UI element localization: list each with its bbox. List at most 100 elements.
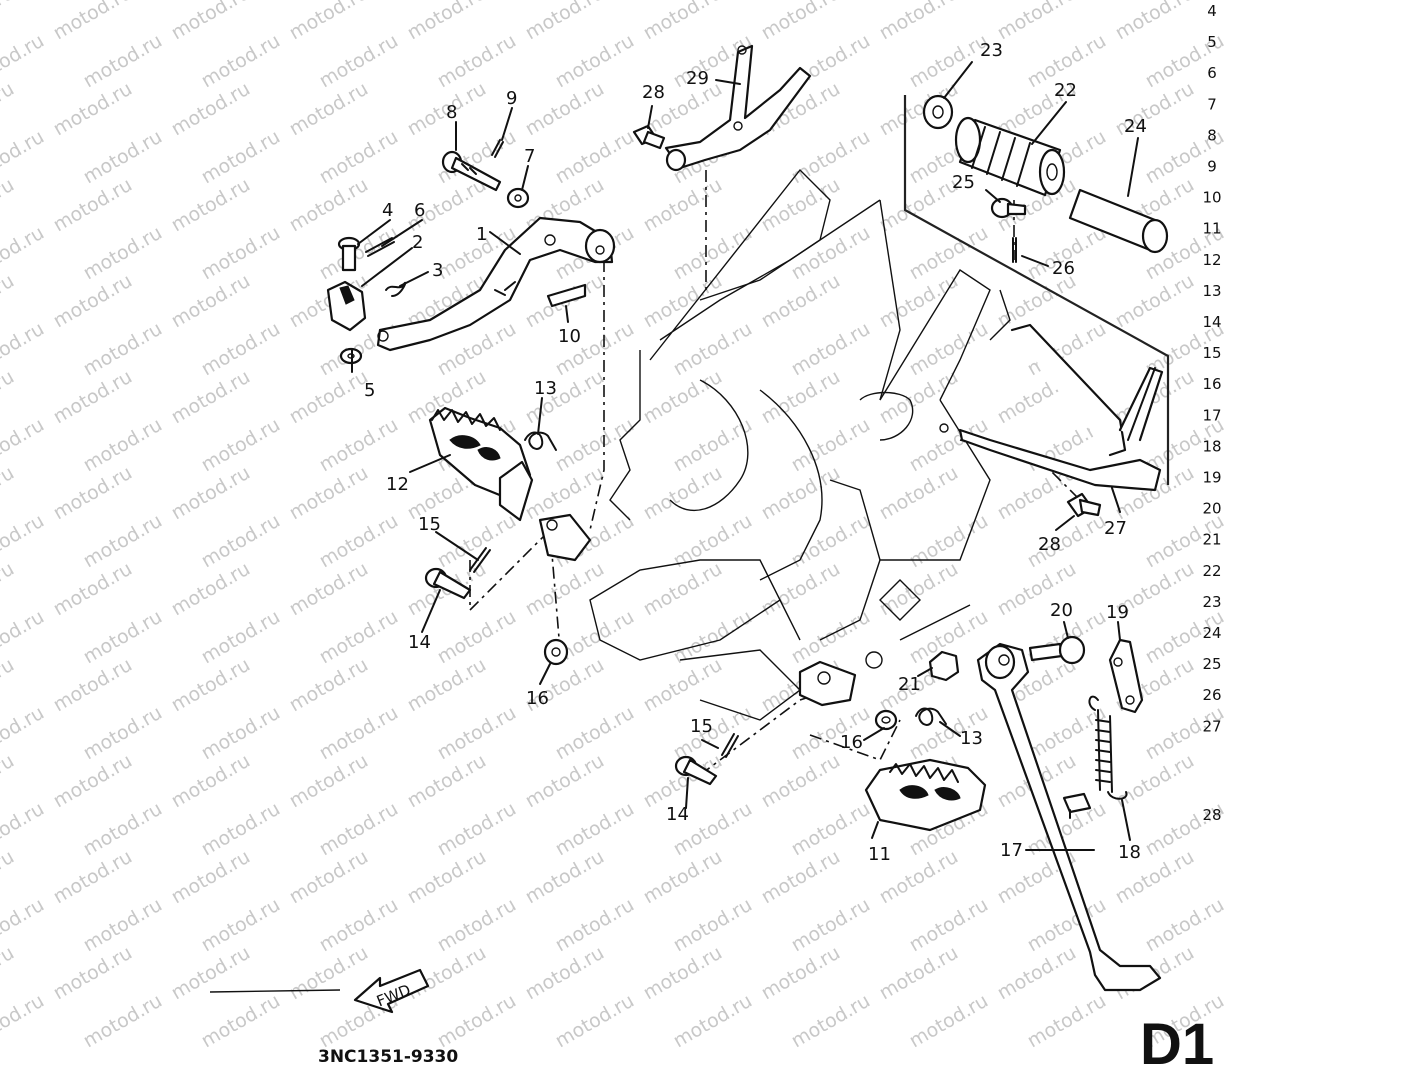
watermark-text: motod.ru (0, 78, 18, 141)
frame-outline (589, 168, 1011, 721)
callout-11: 11 (868, 844, 891, 865)
pin-14-left (424, 567, 472, 600)
reference-number: 24 (1202, 624, 1221, 642)
callout-26: 26 (1052, 258, 1075, 279)
spring-13-right (915, 707, 947, 726)
callout-27: 27 (1104, 518, 1127, 539)
callout-19: 19 (1106, 602, 1129, 623)
sidestand-17 (976, 642, 1162, 992)
watermark-text: motod.ru (522, 0, 608, 44)
spring-13-left (524, 431, 557, 451)
watermark-text: motod.ru (0, 366, 18, 429)
spring-10 (546, 283, 587, 308)
reference-number: 16 (1202, 375, 1221, 393)
cotter-pin-6 (365, 237, 395, 257)
callout-labels: 1 2 3 4 5 6 7 8 9 10 11 12 13 13 14 14 1… (364, 40, 1147, 865)
reference-number: 20 (1202, 500, 1221, 518)
plate-label: D1 (1140, 1012, 1214, 1068)
watermark-text: motod.ru (0, 558, 18, 621)
footrest-rubber-22 (954, 116, 1066, 197)
watermark-text: motod.ru (0, 0, 18, 44)
watermark-text: motod.ru (0, 270, 18, 333)
watermark-text: motod.ru (994, 0, 1080, 44)
footrest-11 (864, 758, 987, 832)
cotter-pin-9 (491, 139, 504, 158)
callout-12: 12 (386, 474, 409, 495)
reference-number: 9 (1207, 158, 1217, 176)
callout-3: 3 (432, 260, 443, 281)
watermark-text: motod.ru (906, 990, 992, 1053)
reference-number: 10 (1202, 189, 1221, 207)
watermark-text: motod.ru (788, 990, 874, 1053)
cotter-pin-15-right (721, 733, 739, 758)
bolt-28-top (632, 124, 666, 150)
watermark-text: motod.ru (1024, 990, 1110, 1053)
watermark-text: motod.ru (758, 0, 844, 44)
reference-number: 19 (1202, 469, 1221, 487)
watermark-text: motod.ru (50, 0, 136, 44)
callout-23: 23 (980, 40, 1003, 61)
reference-number: 18 (1202, 437, 1221, 455)
callout-8: 8 (446, 102, 457, 123)
reference-number: 13 (1202, 282, 1221, 300)
callout-24: 24 (1124, 116, 1147, 137)
watermark-text: motod.ru (286, 0, 372, 44)
reference-number: 12 (1202, 251, 1221, 269)
watermark-text: motod.ru (0, 462, 18, 525)
callout-10: 10 (558, 326, 581, 347)
callout-25: 25 (952, 172, 975, 193)
pin-4 (337, 236, 361, 272)
callout-16-right: 16 (840, 732, 863, 753)
callout-13-left: 13 (534, 378, 557, 399)
reference-number: 21 (1202, 531, 1221, 549)
watermark-text: motod.ru (670, 990, 756, 1053)
reference-number: 17 (1202, 406, 1221, 424)
callout-28-top: 28 (642, 82, 665, 103)
footrest-bracket-left (538, 513, 592, 562)
callout-14-right: 14 (666, 804, 689, 825)
reference-number: 6 (1207, 64, 1217, 82)
bolt-20 (1028, 635, 1086, 665)
reference-number: 14 (1202, 313, 1221, 331)
bracket-27 (939, 323, 1164, 492)
watermark-text: motod.ru (1112, 0, 1198, 44)
callout-15-left: 15 (418, 514, 441, 535)
reference-number: 22 (1202, 562, 1221, 580)
callout-21: 21 (898, 674, 921, 695)
reference-number: 26 (1202, 686, 1221, 704)
reference-number: 8 (1207, 126, 1217, 144)
spring-18 (1088, 695, 1128, 800)
callout-1: 1 (476, 224, 487, 245)
callout-16-left: 16 (526, 688, 549, 709)
reference-number: 25 (1202, 655, 1221, 673)
bracket-29 (664, 44, 812, 172)
reference-number: 7 (1207, 95, 1217, 113)
reference-number-column: 4567891011121314151617181920212223242526… (1202, 2, 1221, 824)
footrest-peg-24 (1068, 188, 1169, 254)
nut-21 (928, 650, 960, 682)
watermark-text: motod.ru (404, 0, 490, 44)
watermark-text: motod.ru (80, 990, 166, 1053)
footrest-bracket-right (798, 660, 857, 707)
watermark-text: motod.ru (434, 990, 520, 1053)
watermark-text: motod.ru (0, 846, 18, 909)
reference-number: 15 (1202, 344, 1221, 362)
cotter-pin-26 (1012, 237, 1017, 263)
pin-14-right (674, 755, 718, 786)
watermark-text: motod.ru (168, 0, 254, 44)
reference-number: 27 (1202, 717, 1221, 735)
reference-number: 28 (1202, 806, 1221, 824)
watermark-text: motod.ru (0, 654, 18, 717)
callout-9: 9 (506, 88, 517, 109)
watermark-text: motod.ru (552, 990, 638, 1053)
callout-2: 2 (412, 232, 423, 253)
callout-4: 4 (382, 200, 393, 221)
brake-pedal-1 (376, 216, 616, 352)
callout-29: 29 (686, 68, 709, 89)
bolt-8 (441, 150, 502, 192)
callout-leaders (351, 61, 1139, 851)
watermark-text: motod.ru (876, 0, 962, 44)
callout-6: 6 (414, 200, 425, 221)
subassembly-frame (903, 95, 1170, 485)
